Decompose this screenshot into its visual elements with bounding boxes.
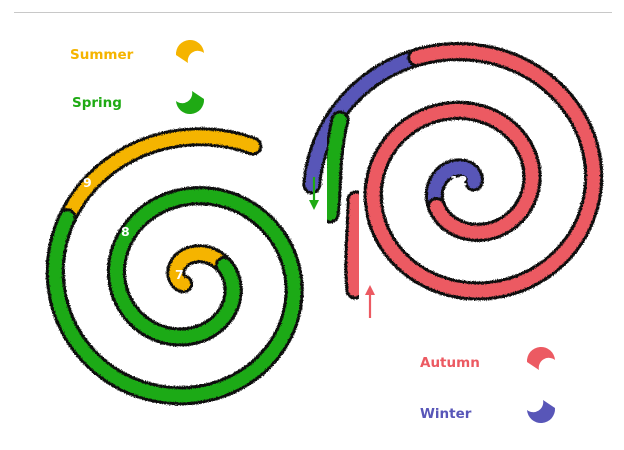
winter-crescent-shape <box>527 400 556 424</box>
spring-band <box>48 189 301 403</box>
left-spiral-numbers: 4 5 6 7 8 9 <box>83 175 292 367</box>
month-number: 11 <box>432 125 449 140</box>
legend-label-spring: Spring <box>72 95 122 111</box>
right-spiral-numbers: 1 2 3 10 11 12 <box>393 88 560 290</box>
legend-label-winter: Winter <box>420 406 472 422</box>
autumn-band <box>366 45 601 298</box>
legend-item-winter: Winter <box>420 400 556 424</box>
legend-label-summer: Summer <box>70 47 134 63</box>
spiral-connectors <box>320 110 366 300</box>
month-number: 6 <box>207 280 216 295</box>
green-arrow-down <box>309 177 319 210</box>
spring-moon-icon <box>176 91 205 115</box>
autumn-moon-icon <box>526 346 555 370</box>
legend: Summer Spring Autumn Winter <box>70 39 556 424</box>
month-number: 2 <box>516 232 525 247</box>
month-number: 12 <box>450 173 467 188</box>
month-number: 3 <box>551 275 560 290</box>
month-number: 1 <box>487 198 496 213</box>
red-arrow-up <box>365 285 375 318</box>
top-divider-line <box>14 12 612 13</box>
month-number: 9 <box>83 175 92 190</box>
spring-connector <box>323 113 347 221</box>
month-number: 10 <box>393 88 411 103</box>
left-spiral-summer-spring <box>45 127 304 406</box>
month-number: 4 <box>283 352 292 367</box>
summer-moon-icon <box>175 39 204 63</box>
autumn-connector <box>347 193 363 297</box>
month-number: 5 <box>249 319 258 334</box>
right-spiral-autumn-winter <box>302 42 604 301</box>
spring-crescent-shape <box>176 91 205 115</box>
legend-item-spring: Spring <box>72 91 205 115</box>
legend-item-summer: Summer <box>70 39 204 63</box>
legend-label-autumn: Autumn <box>420 355 480 371</box>
month-number: 8 <box>121 224 130 239</box>
winter-moon-icon <box>527 400 556 424</box>
autumn-crescent-shape <box>526 346 555 370</box>
legend-item-autumn: Autumn <box>420 346 555 371</box>
summer-crescent-shape <box>175 39 204 63</box>
month-number: 7 <box>175 267 184 282</box>
